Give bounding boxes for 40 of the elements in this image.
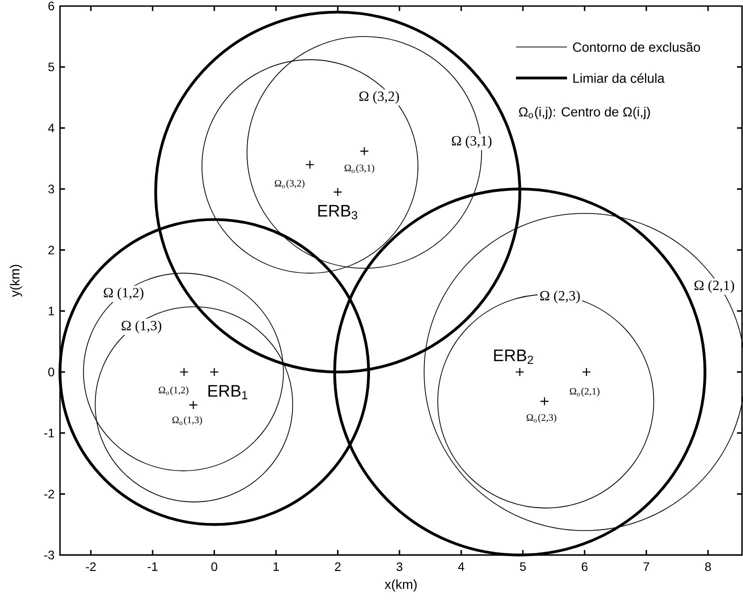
tick-label: 0 <box>48 368 54 376</box>
exclusion-contour <box>424 213 743 531</box>
center-label: Ω$_{o}$(3,2) <box>272 178 307 190</box>
exclusion-contour <box>83 272 284 472</box>
center-label: Ω$_{o}$(1,3) <box>170 414 204 428</box>
tick-label: 1 <box>48 306 54 316</box>
region-label: Ω (2,3) <box>538 288 582 306</box>
exclusion-contour <box>202 59 418 274</box>
tick-label: -2 <box>44 490 54 498</box>
center-label: Ω$_{o}$(2,1) <box>568 386 602 398</box>
station-label: ERB$_{3}$ <box>315 203 360 222</box>
center-label: Ω$_{o}$(1,2) <box>156 384 191 398</box>
tick-label: -3 <box>44 550 54 560</box>
legend-text: Limiar da célula <box>573 73 665 83</box>
station-label: ERB$_{1}$ <box>205 383 251 401</box>
tick-label: 0 <box>211 562 218 572</box>
tick-label: 8 <box>705 562 711 572</box>
tick-label: 6 <box>48 2 54 10</box>
region-label: Ω (1,3) <box>119 318 164 335</box>
tick-label: 1 <box>274 562 279 571</box>
tick-label: -1 <box>44 428 54 438</box>
region-label: Ω (3,2) <box>356 89 402 106</box>
tick-label: 2 <box>48 246 54 254</box>
tick-label: -2 <box>86 562 96 571</box>
cell-boundary <box>58 218 370 526</box>
exclusion-contour <box>94 306 294 502</box>
region-label: Ω (1,2) <box>101 286 146 302</box>
axis-title: x(km) <box>384 579 417 592</box>
station-label: ERB$_{2}$ <box>491 348 536 366</box>
tick-label: 5 <box>48 62 54 72</box>
center-label: Ω$_{o}$(2,3) <box>524 412 558 425</box>
legend-text: Contorno de exclusão <box>573 42 700 52</box>
tick-label: 4 <box>48 124 54 132</box>
legend-text: Ω$_{o}$(i,j): Centro de Ω(i,j) <box>518 106 650 120</box>
region-label: Ω (2,1) <box>692 278 736 295</box>
center-label: Ω$_{o}$(3,1) <box>342 162 376 176</box>
tick-label: -1 <box>148 562 158 571</box>
region-label: Ω (3,1) <box>449 134 494 150</box>
axis-title: y(km) <box>10 264 22 297</box>
tick-label: 3 <box>48 184 54 194</box>
